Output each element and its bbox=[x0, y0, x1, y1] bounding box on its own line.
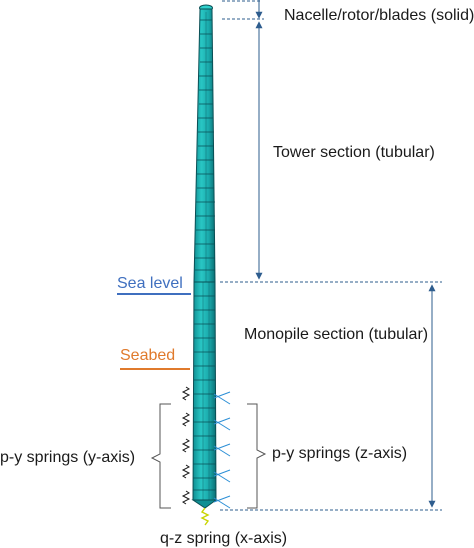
seabed-label: Seabed bbox=[120, 347, 175, 364]
left-brace bbox=[150, 403, 171, 509]
tower-section bbox=[193, 8, 216, 283]
nacelle-label: Nacelle/rotor/blades (solid) bbox=[284, 7, 474, 24]
spring-icon bbox=[213, 419, 231, 431]
qz-spring-label: q-z spring (x-axis) bbox=[160, 530, 287, 547]
spring-icon bbox=[213, 391, 231, 399]
py-springs-y-label: p-y springs (y-axis) bbox=[0, 449, 135, 466]
spring-icon bbox=[213, 443, 231, 451]
spring-icon bbox=[181, 386, 191, 401]
spring-group-left bbox=[181, 386, 191, 505]
spring-group-right bbox=[213, 391, 231, 509]
spring-icon bbox=[181, 438, 191, 453]
spring-icon bbox=[213, 417, 231, 425]
spring-icon bbox=[181, 490, 191, 505]
tower-label: Tower section (tubular) bbox=[273, 144, 435, 161]
spring-icon bbox=[181, 412, 191, 427]
spring-icon bbox=[213, 495, 231, 503]
dimension-lines bbox=[220, 0, 442, 511]
spring-icon bbox=[213, 497, 231, 509]
monopile-label: Monopile section (tubular) bbox=[244, 326, 428, 343]
monopile-section bbox=[192, 281, 217, 501]
spring-icon bbox=[213, 469, 231, 477]
mesh-lines bbox=[193, 12, 216, 500]
spring-icon bbox=[213, 445, 231, 457]
right-brace bbox=[247, 403, 267, 509]
pile-tip bbox=[191, 499, 218, 509]
spring-icon bbox=[213, 393, 231, 405]
spring-icon bbox=[213, 471, 231, 483]
wind-turbine-structure bbox=[191, 4, 218, 509]
qz-spring bbox=[200, 507, 210, 526]
py-springs-z-label: p-y springs (z-axis) bbox=[272, 445, 407, 462]
spring-icon bbox=[181, 464, 191, 479]
sea-level-label: Sea level bbox=[117, 275, 183, 292]
